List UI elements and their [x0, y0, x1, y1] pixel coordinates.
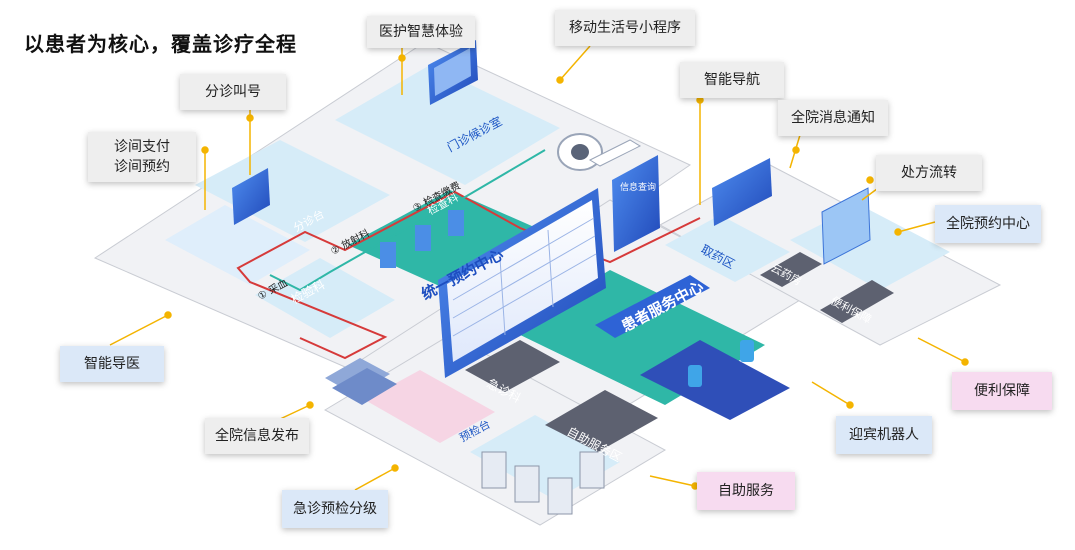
- callout-smart-guide: 智能导医: [60, 346, 164, 382]
- self-service-bar: [545, 390, 658, 452]
- pharmacy-zone: [665, 215, 790, 282]
- triage-screen: [232, 168, 270, 225]
- callout-notification: 全院消息通知: [778, 100, 888, 136]
- triage-zone: [195, 140, 390, 242]
- guidance-path-green: [269, 149, 546, 292]
- callout-mini-program: 移动生活号小程序: [555, 10, 695, 46]
- convenience-bar: [820, 280, 894, 323]
- waiting-room-zone: [335, 65, 560, 185]
- callout-welcome-robot: 迎宾机器人: [836, 416, 932, 454]
- dark-blue-zone: [640, 340, 790, 420]
- waiting-room-screen: [428, 40, 478, 105]
- cloud-pharmacy-bar: [760, 252, 822, 287]
- callout-emergency-triage: 急诊预检分级: [282, 490, 388, 528]
- info-query-screen: [612, 155, 660, 252]
- callout-convenience: 便利保障: [952, 372, 1052, 410]
- emergency-bar: [465, 340, 560, 392]
- info-screen-label: 信息查询: [620, 181, 656, 193]
- callout-smart-navigation: 智能导航: [680, 62, 784, 98]
- callout-info-release: 全院信息发布: [205, 418, 309, 454]
- stairs: [325, 358, 397, 405]
- callout-self-service: 自助服务: [697, 472, 795, 510]
- callout-payment-booking: 诊间支付诊间预约: [88, 132, 196, 182]
- appointment-kiosk: [821, 187, 871, 265]
- lab-zone: [255, 258, 395, 338]
- callout-prescription: 处方流转: [876, 155, 982, 191]
- page-title: 以患者为核心，覆盖诊疗全程: [24, 32, 297, 56]
- pharmacy-screen: [712, 158, 772, 226]
- left-corridor-zone: [165, 205, 310, 285]
- patient-service-sign: [595, 275, 710, 338]
- emergency-zone: [365, 370, 495, 443]
- service-robots: [688, 340, 754, 387]
- callout-appointment-center: 全院预约中心: [935, 205, 1041, 243]
- unified-booking-screen: [438, 188, 606, 378]
- self-service-machines: [481, 451, 605, 515]
- callout-smart-experience: 医护智慧体验: [367, 16, 475, 48]
- callout-queue-calling: 分诊叫号: [180, 74, 286, 110]
- mri-machine: [557, 133, 642, 171]
- lab-kiosks: [380, 210, 464, 268]
